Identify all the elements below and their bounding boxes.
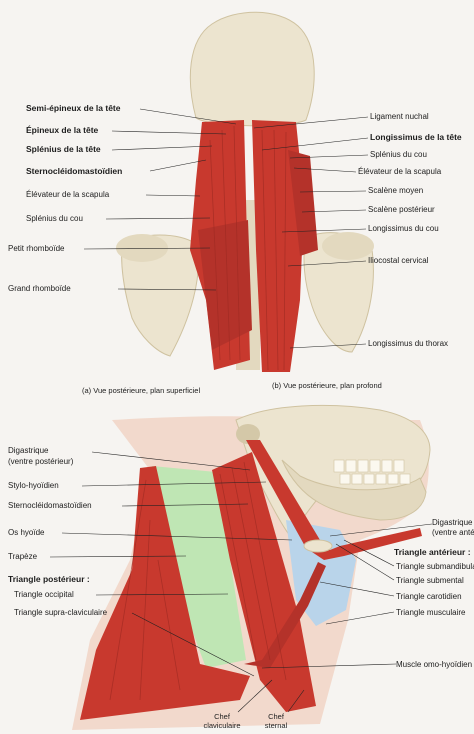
label-longissimus-cou: Longissimus du cou: [368, 224, 439, 233]
label-scalene-moyen: Scalène moyen: [368, 186, 423, 195]
right-shoulder: [322, 232, 374, 260]
label-triangle-musculaire: Triangle musculaire: [396, 608, 466, 617]
label-splenius-tete: Splénius de la tête: [26, 145, 101, 154]
label-chef-sternal: Chef sternal: [256, 712, 296, 730]
left-rhomboid: [198, 220, 252, 350]
label-chef-claviculaire: Chef claviculaire: [198, 712, 246, 730]
label-longissimus-tete: Longissimus de la tête: [370, 133, 462, 142]
caption-b: (b) Vue postérieure, plan profond: [272, 381, 382, 390]
posterior-view-illustration: [84, 12, 374, 372]
label-epineux-tete: Épineux de la tête: [26, 126, 98, 135]
skull: [190, 12, 314, 126]
label-omo-hyoidien: Muscle omo-hyoïdien: [396, 660, 472, 669]
hyoid-bone: [304, 540, 332, 552]
lateral-view-illustration: [50, 405, 432, 730]
label-ventre-posterieur: (ventre postérieur): [8, 457, 73, 466]
label-elevateur-scapula-right: Élévateur de la scapula: [358, 167, 441, 176]
label-triangle-carotidien: Triangle carotidien: [396, 592, 462, 601]
label-splenius-cou-right: Splénius du cou: [370, 150, 427, 159]
label-triangle-supra-claviculaire: Triangle supra-claviculaire: [14, 608, 107, 617]
label-splenius-cou-left: Splénius du cou: [26, 214, 83, 223]
label-triangle-occipital: Triangle occipital: [14, 590, 74, 599]
label-iliocostal-cervical: Iliocostal cervical: [368, 256, 428, 265]
label-digastrique-ant: Digastrique: [432, 518, 472, 527]
label-grand-rhomboide: Grand rhomboïde: [8, 284, 71, 293]
label-trapeze: Trapèze: [8, 552, 37, 561]
label-scalene-posterieur: Scalène postérieur: [368, 205, 435, 214]
label-triangle-posterieur: Triangle postérieur :: [8, 575, 90, 584]
label-sternocleido-top: Sternocléidomastoïdien: [26, 167, 122, 176]
label-stylo-hyoidien: Stylo-hyoïdien: [8, 481, 59, 490]
label-longissimus-thorax: Longissimus du thorax: [368, 339, 448, 348]
left-shoulder: [116, 234, 168, 262]
label-petit-rhomboide: Petit rhomboïde: [8, 244, 64, 253]
label-sternocleido-bottom: Sternocléidomastoïdien: [8, 501, 92, 510]
caption-a: (a) Vue postérieure, plan superficiel: [82, 386, 200, 395]
label-triangle-anterieur: Triangle antérieur :: [394, 548, 471, 557]
label-ventre-anterieur: (ventre antérieur): [432, 528, 474, 537]
label-triangle-submandibulaire: Triangle submandibulaire: [396, 562, 474, 571]
label-os-hyoide: Os hyoïde: [8, 528, 44, 537]
label-semi-epineux-tete: Semi-épineux de la tête: [26, 104, 120, 113]
label-ligament-nuchal: Ligament nuchal: [370, 112, 429, 121]
label-digastrique-post: Digastrique: [8, 446, 48, 455]
label-triangle-submental: Triangle submental: [396, 576, 464, 585]
label-elevateur-scapula-left: Élévateur de la scapula: [26, 190, 109, 199]
